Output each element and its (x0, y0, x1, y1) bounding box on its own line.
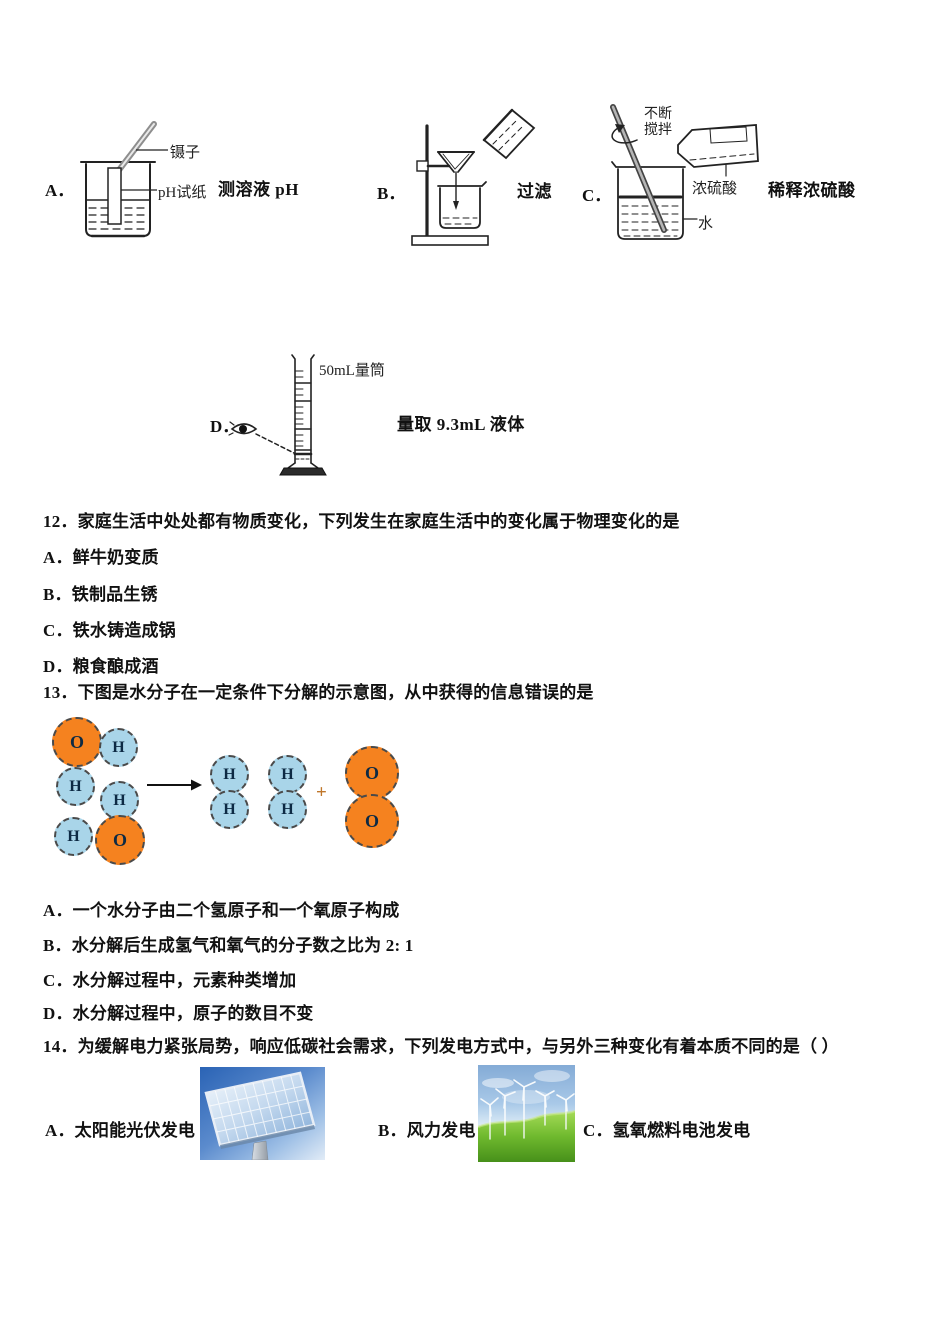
stir-arrow-icon (611, 124, 638, 144)
sight-line (255, 433, 295, 454)
acid-label: 浓硫酸 (692, 181, 738, 197)
solar-panel-image (200, 1067, 325, 1160)
graduated-cylinder-diagram (228, 354, 327, 476)
acid-dilution-diagram (610, 104, 759, 240)
oxygen-atom: O (95, 815, 145, 865)
q13-option-d: D．水分解过程中，原子的数目不变 (43, 1004, 314, 1023)
oxygen-atom: O (345, 746, 399, 800)
ring-stand (411, 124, 489, 246)
receiving-beaker (437, 181, 487, 229)
water-beaker (611, 161, 686, 240)
apparatus-option-b-caption: 过滤 (517, 182, 552, 201)
hydrogen-atom: H (268, 755, 307, 794)
cylinder-label: 50mL量筒 (319, 363, 385, 379)
oxygen-atom: O (345, 794, 399, 848)
q12-stem: 12．家庭生活中处处都有物质变化，下列发生在家庭生活中的变化属于物理变化的是 (43, 512, 680, 531)
acid-bottle (677, 124, 759, 177)
reaction-arrow-icon (147, 779, 202, 791)
q14-stem: 14．为缓解电力紧张局势，响应低碳社会需求，下列发电方式中，与另外三种变化有着本… (43, 1037, 839, 1056)
apparatus-option-d-letter: D． (210, 417, 240, 436)
apparatus-option-a-caption: 测溶液 pH (218, 180, 299, 199)
apparatus-option-a-letter: A． (45, 181, 75, 200)
q13-option-b: B．水分解后生成氢气和氧气的分子数之比为 2: 1 (43, 936, 414, 955)
grass-hill (478, 1111, 575, 1162)
hydrogen-atom: H (100, 781, 139, 820)
hydrogen-atom: H (210, 755, 249, 794)
funnel (437, 151, 475, 210)
tweezers-label: 镊子 (170, 145, 201, 161)
panel-pole (251, 1140, 269, 1160)
q13-stem: 13．下图是水分子在一定条件下分解的示意图，从中获得的信息错误的是 (43, 683, 594, 702)
plus-sign: + (316, 782, 327, 803)
eye-icon (228, 421, 258, 436)
ph-test-beaker-diagram (80, 121, 168, 238)
stir-label: 不断 搅拌 (644, 107, 672, 138)
hydrogen-atom: H (210, 790, 249, 829)
water-label: 水 (698, 216, 714, 232)
q14-option-a-label: A．太阳能光伏发电 (45, 1121, 196, 1140)
filtration-diagram (411, 108, 536, 246)
apparatus-option-d-caption: 量取 9.3mL 液体 (397, 415, 525, 434)
apparatus-option-b-letter: B． (377, 184, 406, 203)
hydrogen-atom: H (56, 767, 95, 806)
hydrogen-atom: H (54, 817, 93, 856)
wind-turbines-image (478, 1065, 575, 1162)
q14-option-b-label: B．风力发电 (378, 1121, 476, 1140)
q12-option-a: A．鲜牛奶变质 (43, 548, 159, 567)
hydrogen-atom: H (99, 728, 138, 767)
q13-option-a: A．一个水分子由二个氢原子和一个氧原子构成 (43, 901, 400, 920)
q12-option-c: C．铁水铸造成锅 (43, 621, 176, 640)
hydrogen-atom: H (268, 790, 307, 829)
pouring-beaker (482, 108, 536, 160)
q14-option-c-label: C．氢氧燃料电池发电 (583, 1121, 751, 1140)
q12-option-d: D．粮食酿成酒 (43, 657, 159, 676)
ph-paper-label: pH试纸 (158, 185, 207, 201)
apparatus-option-c-letter: C． (582, 186, 612, 205)
graduated-cylinder (279, 354, 327, 476)
oxygen-atom: O (52, 717, 102, 767)
q13-option-c: C．水分解过程中，元素种类增加 (43, 971, 297, 990)
water-decomposition-diagram: O H H H H O H H H H + O O (40, 703, 430, 878)
q12-option-b: B．铁制品生锈 (43, 585, 158, 604)
ph-paper-strip (107, 167, 122, 225)
apparatus-option-c-caption: 稀释浓硫酸 (768, 181, 856, 200)
